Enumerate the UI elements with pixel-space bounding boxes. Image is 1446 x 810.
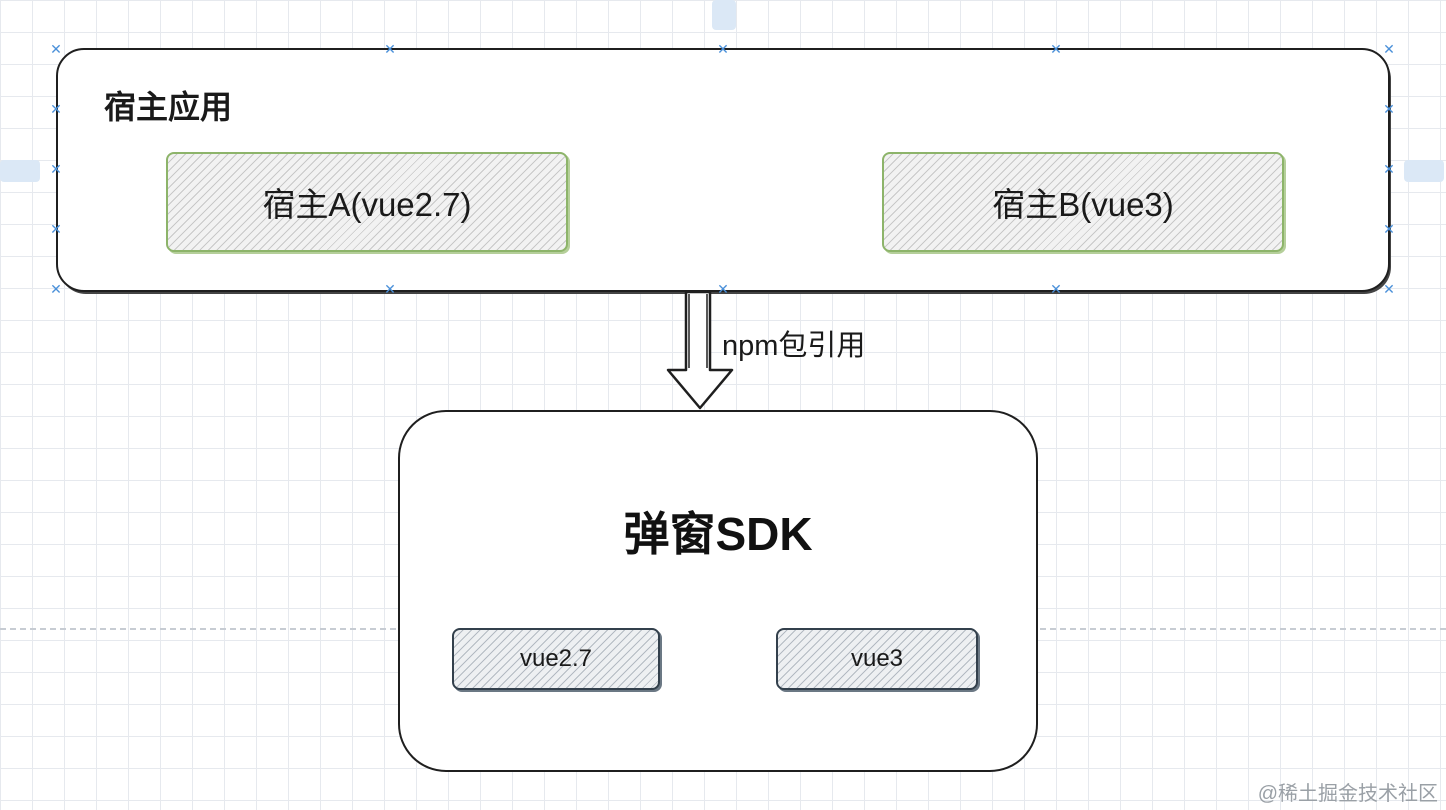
- selection-handle[interactable]: ✕: [1383, 162, 1395, 178]
- selection-handle[interactable]: ✕: [384, 282, 396, 298]
- left-resize-hint: [0, 160, 40, 182]
- sdk-vue27-label: vue2.7: [519, 645, 593, 672]
- popup-sdk-container[interactable]: [398, 410, 1038, 772]
- npm-reference-arrow[interactable]: [660, 290, 740, 412]
- popup-sdk-title: 弹窗SDK: [623, 508, 813, 560]
- sdk-vue3-box[interactable]: vue3: [776, 628, 978, 690]
- selection-handle[interactable]: ✕: [1383, 42, 1395, 58]
- selection-handle[interactable]: ✕: [50, 42, 62, 58]
- host-app-title: 宿主应用: [104, 89, 233, 125]
- selection-handle[interactable]: ✕: [384, 42, 396, 58]
- top-resize-hint: [712, 0, 736, 30]
- host-a-box[interactable]: 宿主A(vue2.7): [166, 152, 568, 252]
- host-a-label: 宿主A(vue2.7): [262, 186, 472, 223]
- selection-handle[interactable]: ✕: [1383, 282, 1395, 298]
- host-b-label: 宿主B(vue3): [992, 186, 1174, 223]
- selection-handle[interactable]: ✕: [50, 102, 62, 118]
- selection-handle[interactable]: ✕: [717, 282, 729, 298]
- selection-handle[interactable]: ✕: [1050, 282, 1062, 298]
- selection-handle[interactable]: ✕: [50, 162, 62, 178]
- right-resize-hint: [1404, 160, 1444, 182]
- selection-handle[interactable]: ✕: [1050, 42, 1062, 58]
- npm-reference-label: npm包引用: [722, 330, 866, 362]
- selection-handle[interactable]: ✕: [50, 222, 62, 238]
- sdk-vue3-label: vue3: [850, 645, 904, 672]
- selection-handle[interactable]: ✕: [1383, 222, 1395, 238]
- selection-handle[interactable]: ✕: [717, 42, 729, 58]
- watermark: @稀土掘金技术社区: [1257, 783, 1438, 805]
- selection-handle[interactable]: ✕: [50, 282, 62, 298]
- sdk-vue27-box[interactable]: vue2.7: [452, 628, 660, 690]
- selection-handle[interactable]: ✕: [1383, 102, 1395, 118]
- host-b-box[interactable]: 宿主B(vue3): [882, 152, 1284, 252]
